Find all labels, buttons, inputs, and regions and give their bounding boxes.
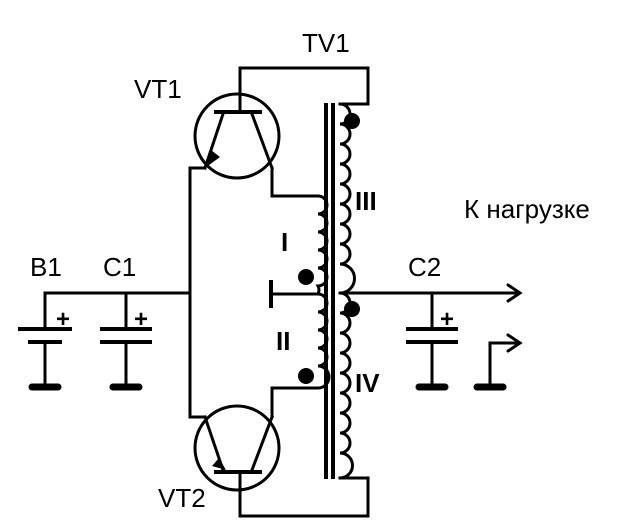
dot-winding-3 [344, 113, 360, 129]
transistor-vt1 [193, 66, 281, 180]
battery-b1: + [18, 291, 72, 391]
dot-winding-4 [344, 301, 360, 317]
winding-2 [317, 292, 331, 390]
plus-sign-c1: + [134, 306, 148, 333]
wire-vt2-to-winding-2 [270, 386, 320, 419]
winding-3 [339, 102, 356, 295]
label-c1: C1 [103, 252, 136, 282]
label-winding-3: III [355, 186, 377, 216]
winding-4 [339, 291, 354, 480]
label-vt1: VT1 [134, 74, 182, 104]
label-winding-4: IV [355, 368, 380, 398]
label-tv1: TV1 [302, 28, 350, 58]
transformer-core [324, 103, 335, 479]
label-c2: C2 [408, 252, 441, 282]
label-winding-1: I [281, 227, 288, 257]
label-winding-2: II [276, 326, 290, 356]
plus-sign-c2: + [440, 306, 454, 333]
capacitor-c2: + [406, 291, 458, 391]
label-load: К нагрузке [464, 194, 590, 224]
winding-1 [315, 194, 329, 295]
plus-sign-b1: + [56, 306, 70, 333]
dot-winding-2 [298, 368, 314, 384]
label-vt2: VT2 [158, 483, 206, 513]
output-ground-terminal [473, 333, 523, 391]
wire-vt1-to-winding-1 [270, 166, 320, 198]
wire-vt1-to-winding-3 [238, 66, 370, 106]
dot-winding-1 [298, 269, 314, 285]
label-b1: B1 [30, 252, 62, 282]
output-arrow [506, 283, 523, 303]
capacitor-c1: + [100, 291, 152, 391]
transistor-vt2 [193, 404, 281, 518]
wire-vt2-to-winding-4 [238, 476, 370, 518]
